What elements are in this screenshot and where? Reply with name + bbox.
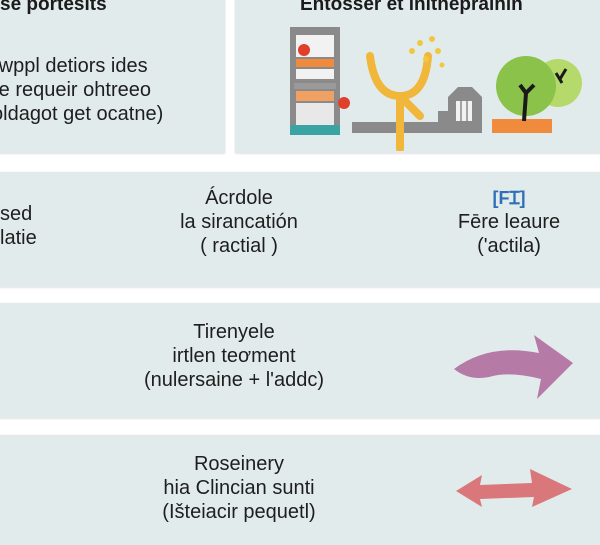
row-3-middle-line-1: Tirenyele	[193, 321, 275, 343]
row-2-left-text: sed latie	[0, 202, 37, 250]
top-left-line-1: rwppl detiors ides	[0, 55, 148, 77]
row-2-panel: sed latie Ácrdole la sirancatión ( racti…	[0, 172, 600, 287]
row-4-middle-line-3: (Išteiacir pequetl)	[162, 501, 316, 523]
row-2-middle-text: Ácrdole la sirancatión ( ractial )	[154, 186, 324, 258]
row-2-right-text: [FꞮ] Fēre leaure ('actila)	[434, 186, 584, 258]
top-left-description: rwppl detiors ides re requeir ohtreeo ol…	[0, 54, 163, 126]
top-left-panel: se portesits rwppl detiors ides re reque…	[0, 0, 225, 153]
row-4-middle-line-1: Roseinery	[193, 453, 285, 475]
top-right-panel: Entosser et initnepralhin	[235, 0, 600, 153]
row-2-right-line-2: ('actila)	[477, 235, 541, 257]
office-building-icon	[290, 27, 350, 135]
row-4-panel: Roseinery hia Clincian sunti (Išteiacir …	[0, 435, 600, 545]
row-3-panel: Tirenyele irtlen teơment (nulersaine + l…	[0, 303, 600, 418]
trees-icon	[492, 56, 582, 133]
row-3-middle-line-2: irtlen teơment	[172, 345, 296, 367]
row-2-left-line-2: latie	[0, 227, 37, 249]
row-2-right-line-1: Fēre leaure	[457, 211, 561, 233]
row-2-middle-line-3: ( ractial )	[200, 235, 278, 257]
top-left-line-3: oldagot get ocatne)	[0, 103, 164, 125]
curved-right-arrow-icon	[454, 335, 573, 399]
house-icon	[438, 87, 482, 133]
row-2-middle-line-2: la sirancatión	[180, 211, 298, 233]
top-left-title: se portesits	[0, 0, 107, 15]
row-2-right-tag: [FꞮ]	[492, 188, 526, 208]
top-left-line-2: re requeir ohtreeo	[0, 79, 151, 101]
top-right-title: Entosser et initnepralhin	[300, 0, 523, 15]
row-3-middle-line-3: (nulersaine + l'addc)	[143, 369, 325, 391]
road-icon	[352, 122, 480, 133]
sparkles-icon	[409, 36, 445, 68]
row-4-middle-text: Roseinery hia Clincian sunti (Išteiacir …	[114, 452, 364, 524]
urban-nature-illustration	[290, 27, 582, 151]
double-headed-arrow-icon	[456, 469, 572, 507]
row-4-middle-line-2: hia Clincian sunti	[163, 477, 315, 499]
row-2-middle-line-1: Ácrdole	[205, 187, 273, 209]
row-2-left-line-1: sed	[0, 203, 33, 225]
slingshot-icon	[366, 52, 432, 151]
row-3-middle-text: Tirenyele irtlen teơment (nulersaine + l…	[104, 320, 364, 392]
